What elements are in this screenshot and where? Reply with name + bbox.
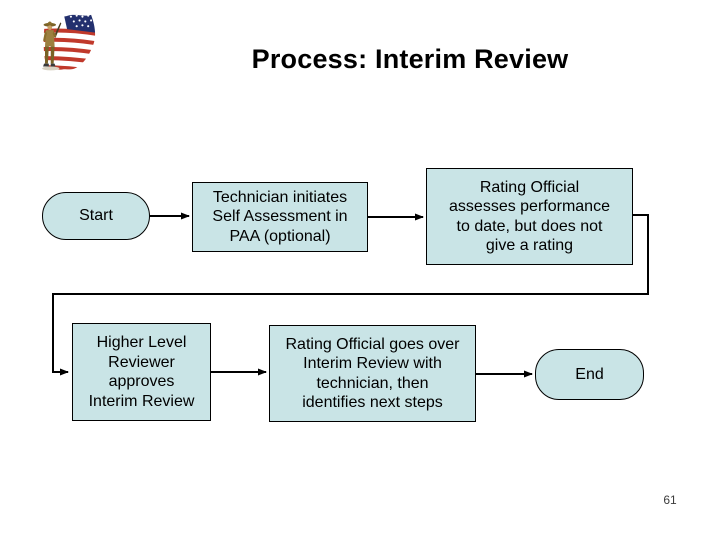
flow-node-start-label: Start (79, 207, 113, 225)
flow-node-rating-official-assesses: Rating Official assesses performance to … (426, 168, 633, 265)
soldier-silhouette (42, 21, 62, 71)
slide-title: Process: Interim Review (251, 44, 569, 74)
flow-node-start: Start (42, 192, 150, 240)
flow-node-technician-label: Technician initiates Self Assessment in … (212, 188, 348, 245)
flow-node-end-label: End (575, 365, 604, 383)
flow-node-higher-level-label: Higher Level Reviewer approves Interim R… (88, 334, 195, 410)
flow-node-higher-level-reviewer: Higher Level Reviewer approves Interim R… (72, 323, 211, 421)
ohio-flag-shape (43, 14, 96, 71)
flow-node-rating-assess-label: Rating Official assesses performance to … (449, 178, 610, 255)
flow-node-rating-review-label: Rating Official goes over Interim Review… (285, 335, 460, 412)
flow-node-end: End (535, 349, 644, 400)
page-number: 61 (663, 493, 677, 507)
flow-node-technician-self-assessment: Technician initiates Self Assessment in … (192, 182, 368, 252)
ohio-soldier-flag-logo (42, 14, 96, 71)
flow-node-rating-official-goes-over: Rating Official goes over Interim Review… (269, 325, 476, 422)
